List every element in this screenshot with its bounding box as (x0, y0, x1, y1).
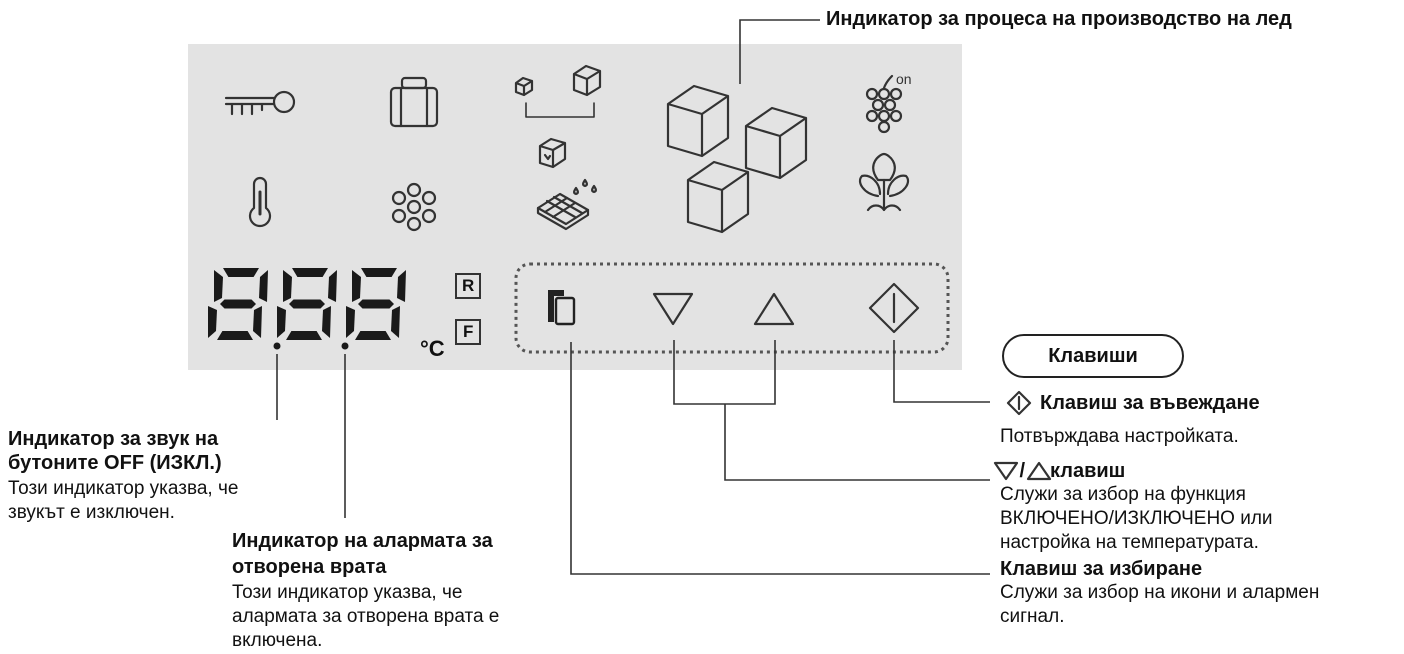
down-key-icon[interactable] (652, 292, 694, 326)
up-symbol-icon (1026, 461, 1052, 481)
key-icon (224, 90, 296, 116)
ice-box-icon (538, 137, 567, 169)
enter-key-desc: Потвърждава настройката. (1000, 426, 1239, 447)
digit-2-segment-a (361, 268, 397, 277)
enter-symbol-icon (1006, 390, 1032, 416)
digit-1-segment-f (283, 270, 292, 302)
sound-indicator-title-2: бутоните OFF (ИЗКЛ.) (8, 452, 222, 474)
digit-0-segment-b (259, 270, 268, 302)
door-alarm-title-2: отворена врата (232, 556, 387, 578)
digit-0-segment-g (220, 299, 256, 309)
ice-indicator-callout: Индикатор за процеса на производство на … (826, 8, 1292, 30)
seven-segment-display (208, 268, 406, 340)
chocolate-icon (536, 178, 597, 231)
ice-type-icon (514, 64, 602, 118)
sound-indicator-title-1: Индикатор за звук на (8, 428, 219, 450)
wine-icon: on (865, 71, 912, 134)
updown-desc-3: настройка на температурата. (1000, 532, 1259, 553)
select-desc-1: Служи за избор на икони и алармен (1000, 582, 1320, 603)
digit-2-segment-f (352, 270, 361, 302)
r-box (455, 273, 481, 299)
digit-1-segment-b (328, 270, 337, 302)
select-desc-2: сигнал. (1000, 606, 1065, 627)
digit-0-segment-a (223, 268, 259, 277)
up-key-icon[interactable] (753, 292, 795, 326)
digit-1-segment-c (322, 306, 331, 338)
ice-making-icon (666, 84, 808, 234)
digit-2-segment-e (346, 306, 355, 338)
digit-0-segment-e (208, 306, 217, 338)
sound-indicator-desc-2: звукът е изключен. (8, 502, 175, 523)
keys-label: Клавиши (1002, 334, 1184, 378)
updown-desc-2: ВКЛЮЧЕНО/ИЗКЛЮЧЕНО или (1000, 508, 1273, 529)
digit-2-segment-c (391, 306, 400, 338)
digit-0-segment-d (217, 331, 253, 340)
sound-off-dot (273, 342, 281, 350)
digit-2-segment-b (397, 270, 406, 302)
door-alarm-dot (341, 342, 349, 350)
display-unit: °C (420, 336, 445, 361)
keys-area (514, 262, 950, 354)
snowflake-icon (391, 182, 437, 232)
door-alarm-desc-3: включена. (232, 630, 323, 651)
digit-1-segment-d (286, 331, 322, 340)
mode-f-label: F (463, 322, 474, 341)
down-symbol-icon (993, 461, 1019, 481)
enter-key-title: Клавиш за въвеждане (1040, 392, 1260, 414)
select-key-title: Клавиш за избиране (1000, 558, 1203, 580)
digit-1-segment-g (289, 299, 325, 309)
digit-2-segment-d (355, 331, 391, 340)
digit-1-segment-a (292, 268, 328, 277)
digit-1-segment-e (277, 306, 286, 338)
digit-0-segment-c (253, 306, 262, 338)
enter-key-icon[interactable] (868, 282, 920, 334)
sound-indicator-desc-1: Този индикатор указва, че (8, 478, 239, 499)
digit-2-segment-g (358, 299, 394, 309)
vacation-icon (389, 76, 439, 128)
updown-key-title: клавиш (1050, 460, 1126, 482)
updown-desc-1: Служи за избор на функция (1000, 484, 1246, 505)
select-key-icon[interactable] (548, 290, 576, 326)
door-alarm-desc-1: Този индикатор указва, че (232, 582, 463, 603)
leader-lines (276, 19, 990, 575)
door-alarm-desc-2: алармата за отворена врата е (232, 606, 500, 627)
updown-sep: / (1014, 460, 1031, 482)
f-box (455, 319, 481, 345)
thermometer-icon (248, 176, 272, 228)
svg-text:on: on (896, 71, 912, 87)
fresh-icon (858, 152, 910, 212)
door-alarm-title-1: Индикатор на алармата за (232, 530, 493, 552)
mode-r-label: R (462, 276, 475, 295)
digit-0-segment-f (214, 270, 223, 302)
